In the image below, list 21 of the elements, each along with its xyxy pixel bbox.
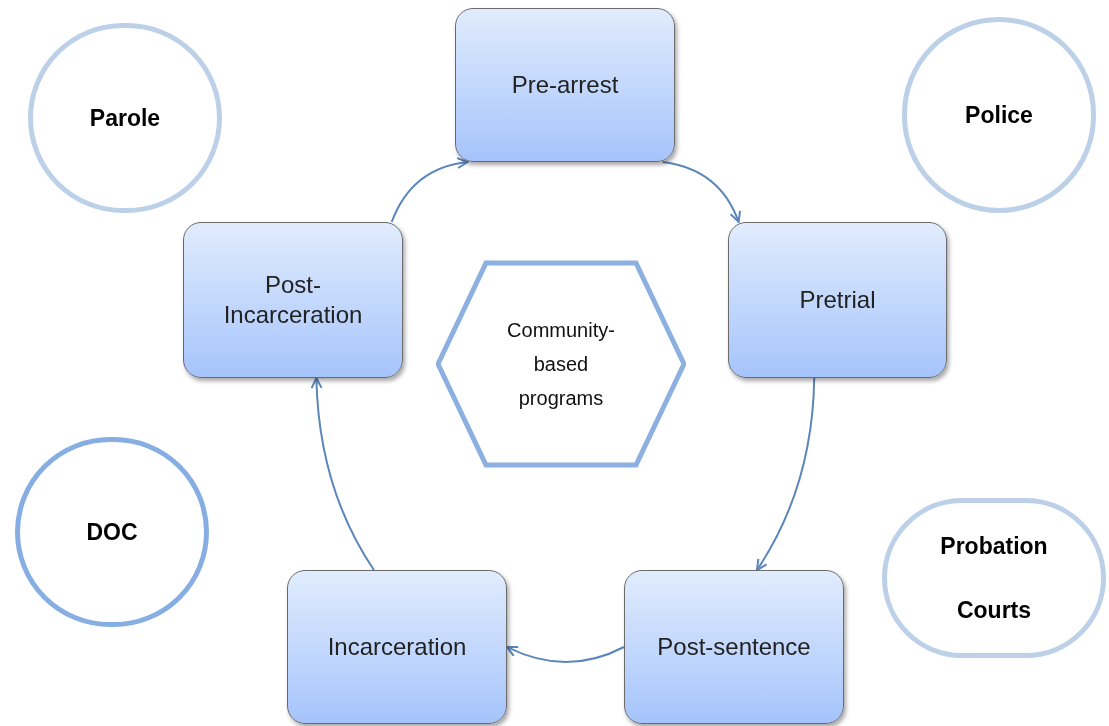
stage-box — [624, 570, 844, 724]
arrow — [390, 157, 469, 223]
stage-label: Post-Incarceration — [222, 270, 364, 330]
hexagon-label: Community-based programs — [506, 318, 616, 411]
agency-label: Probation — [940, 531, 1048, 561]
stage-label: Pretrial — [799, 285, 876, 315]
stage-box — [183, 222, 403, 378]
agency-label: Parole — [89, 103, 161, 133]
arrow — [506, 645, 625, 663]
stage-label: Pre-arrest — [511, 70, 619, 100]
stage-box — [287, 570, 507, 724]
agency-label: Police — [965, 100, 1033, 130]
arrow — [755, 377, 816, 571]
agency-label: Courts — [956, 596, 1032, 625]
stage-label: Incarceration — [327, 632, 467, 662]
stage-box — [455, 8, 675, 162]
arrow — [310, 377, 375, 571]
stage-box — [728, 222, 947, 378]
agency-label: DOC — [86, 517, 138, 547]
arrow — [661, 161, 741, 223]
stage-label: Post-sentence — [657, 632, 811, 662]
